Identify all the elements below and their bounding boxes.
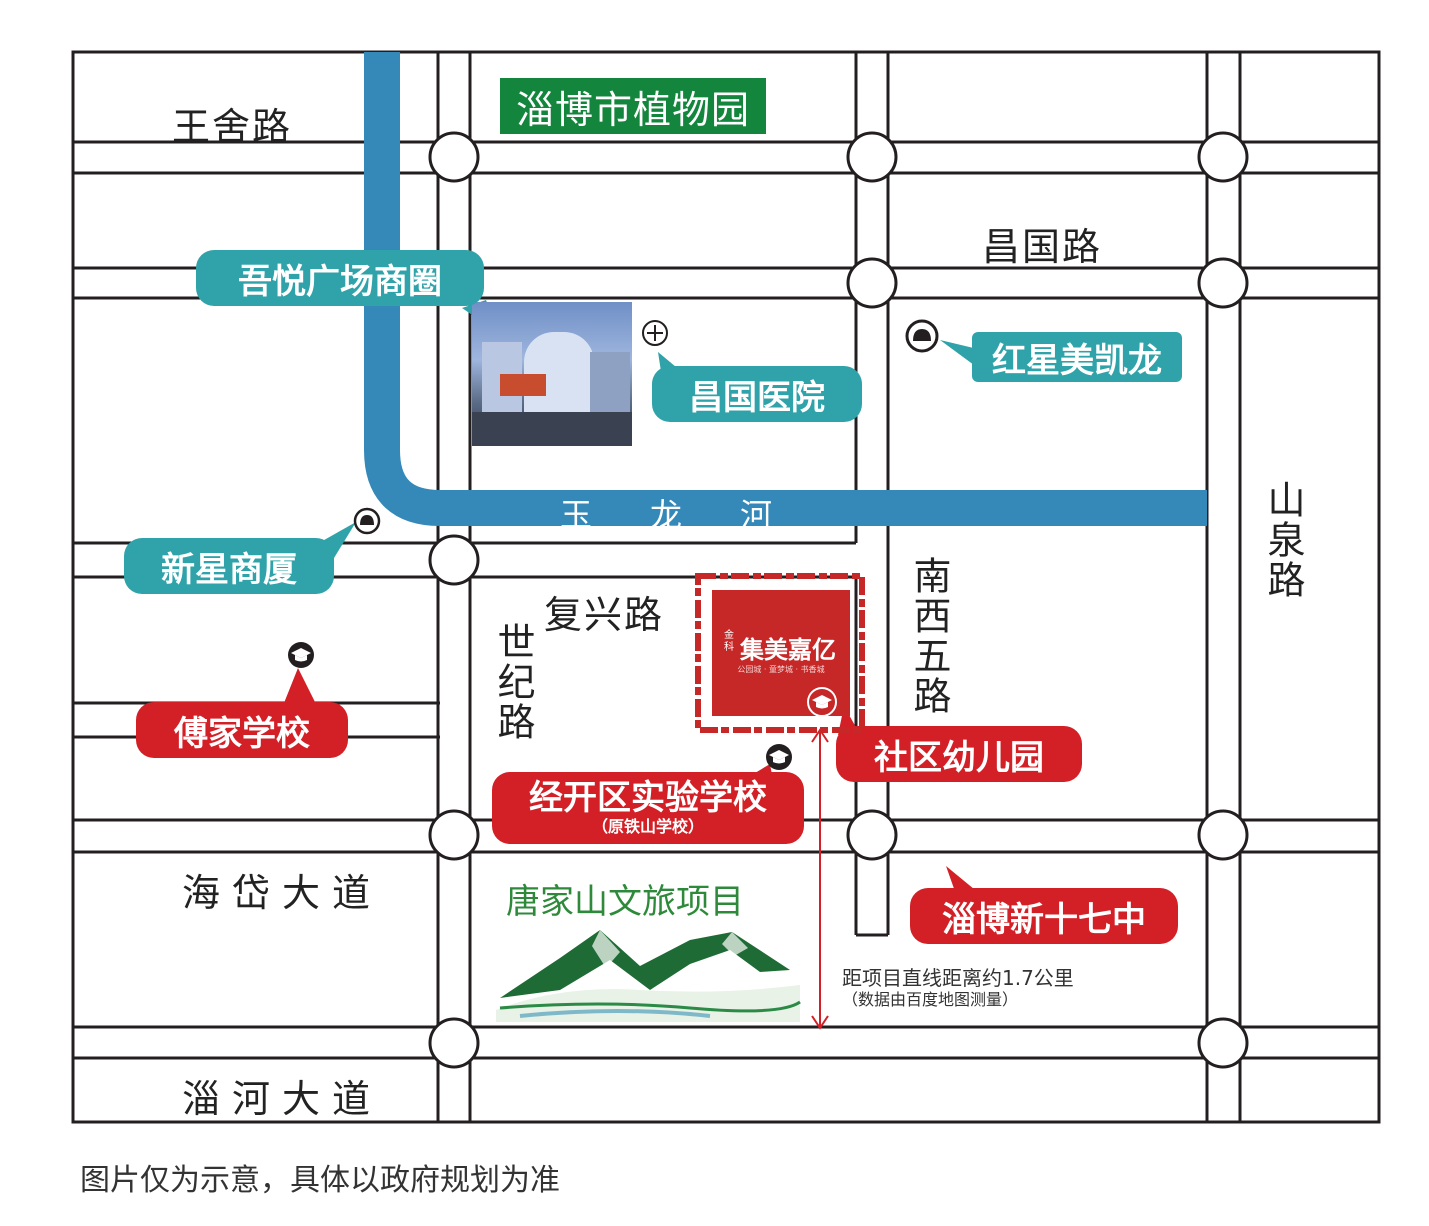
road-label-fuxing: 复兴路 [544, 593, 665, 637]
roundabout [428, 131, 480, 183]
distance-note-line2: （数据由百度地图测量） [842, 990, 1019, 1009]
roundabout [428, 534, 480, 586]
callout-kindergarten: 社区幼儿园 [836, 726, 1082, 782]
callout-xinxing: 新星商厦 [124, 538, 334, 594]
school-icon [807, 687, 837, 717]
callout-wuyue: 吾悦广场商圈 [196, 250, 484, 306]
roundabout [846, 131, 898, 183]
mall-icon [905, 319, 939, 353]
roundabout [428, 1017, 480, 1069]
scenic-label: 唐家山文旅项目 [506, 882, 744, 922]
roundabout [846, 257, 898, 309]
project-tagline: 公园城 · 童梦城 · 书香城 [737, 665, 825, 674]
park-label: 淄博市植物园 [500, 78, 766, 134]
photo-wuyue-plaza [472, 302, 632, 446]
roundabout [1197, 257, 1249, 309]
callout-tail [282, 668, 318, 708]
school-icon [288, 642, 314, 668]
roundabout [428, 809, 480, 861]
roundabout [846, 809, 898, 861]
yulong-river [364, 52, 1207, 526]
callout-jingkai-sub: （原铁山学校） [591, 817, 704, 836]
school-icon [766, 744, 792, 770]
callout-jingkai-title: 经开区实验学校 [529, 778, 767, 818]
distance-note: 距项目直线距离约1.7公里 （数据由百度地图测量） [842, 966, 1074, 1009]
roundabout [1197, 131, 1249, 183]
callout-fujia: 傅家学校 [136, 702, 348, 758]
road-label-changguo: 昌国路 [982, 225, 1103, 269]
callout-changguo-hospital: 昌国医院 [652, 366, 862, 422]
road-label-wangshe: 王舍路 [172, 105, 293, 149]
project-brand: 金科 [724, 630, 734, 653]
callout-zibo17: 淄博新十七中 [910, 888, 1178, 944]
disclaimer: 图片仅为示意，具体以政府规划为准 [80, 1163, 560, 1198]
road-label-zihe: 淄河大道 [182, 1077, 383, 1121]
roundabout [1197, 809, 1249, 861]
hospital-icon [642, 320, 668, 346]
mountain-icon [496, 930, 801, 1022]
road-label-shanquan: 山泉路 [1261, 480, 1305, 600]
road-label-haidai: 海岱大道 [182, 871, 383, 915]
callout-jingkai: 经开区实验学校 （原铁山学校） [492, 772, 804, 844]
callout-hongxing: 红星美凯龙 [972, 332, 1182, 382]
callout-tail [940, 340, 982, 368]
project-name: 集美嘉亿 [740, 636, 836, 664]
road-label-nanxiwu: 南西五路 [907, 556, 951, 716]
road-label-shiji: 世纪路 [491, 622, 535, 742]
mall-icon [353, 507, 381, 535]
river-label: 玉龙河 [560, 496, 831, 534]
roundabout [1197, 1017, 1249, 1069]
project-stamp-border [695, 573, 865, 733]
distance-note-line1: 距项目直线距离约1.7公里 [842, 966, 1074, 990]
